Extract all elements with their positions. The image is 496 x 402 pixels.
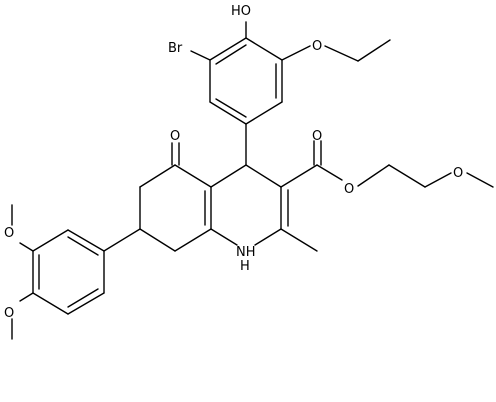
- ring-h-label: H: [240, 259, 250, 274]
- bond: [174, 228, 212, 252]
- bond: [67, 292, 105, 315]
- atom-labels: HO Br O O O O O NH H O O: [4, 4, 463, 321]
- bond: [32, 229, 69, 252]
- hydroxyl-label: HO: [231, 4, 251, 19]
- bond: [139, 164, 176, 188]
- bond: [466, 172, 494, 188]
- bond: [281, 45, 311, 61]
- methoxy-oxygen-lower-label: O: [4, 306, 14, 321]
- bond: [245, 164, 282, 188]
- bond: [19, 242, 34, 252]
- bonds: [11, 21, 494, 340]
- bond: [388, 164, 426, 188]
- bond: [210, 228, 238, 246]
- bond: [209, 101, 247, 125]
- bond: [210, 164, 247, 188]
- bond: [209, 37, 247, 61]
- bond: [103, 228, 141, 252]
- bond: [67, 229, 105, 252]
- carbonyl-oxygen-label: O: [312, 129, 322, 144]
- bond: [280, 164, 318, 188]
- ring-nh-label: NH: [236, 245, 256, 260]
- bond: [254, 228, 282, 246]
- bond: [316, 164, 343, 181]
- bond: [215, 44, 247, 65]
- bond: [245, 37, 283, 61]
- bond: [67, 288, 99, 308]
- bond: [32, 292, 69, 315]
- bond: [139, 228, 176, 252]
- ethoxy-oxygen-label: O: [312, 39, 322, 54]
- bond: [280, 228, 318, 252]
- bond: [324, 45, 359, 62]
- methoxyethyl-oxygen-label: O: [453, 166, 463, 181]
- bond: [215, 98, 247, 118]
- bond: [19, 292, 34, 302]
- bond: [357, 39, 391, 62]
- ketone-oxygen-label: O: [170, 129, 180, 144]
- bond: [424, 172, 452, 188]
- bond: [357, 164, 390, 187]
- bond: [190, 50, 211, 61]
- bond: [67, 236, 99, 256]
- ester-oxygen-label: O: [344, 182, 354, 197]
- bond: [245, 101, 283, 125]
- bromo-label: Br: [168, 41, 183, 56]
- bond: [174, 164, 212, 188]
- methoxy-oxygen-upper-label: O: [4, 226, 14, 241]
